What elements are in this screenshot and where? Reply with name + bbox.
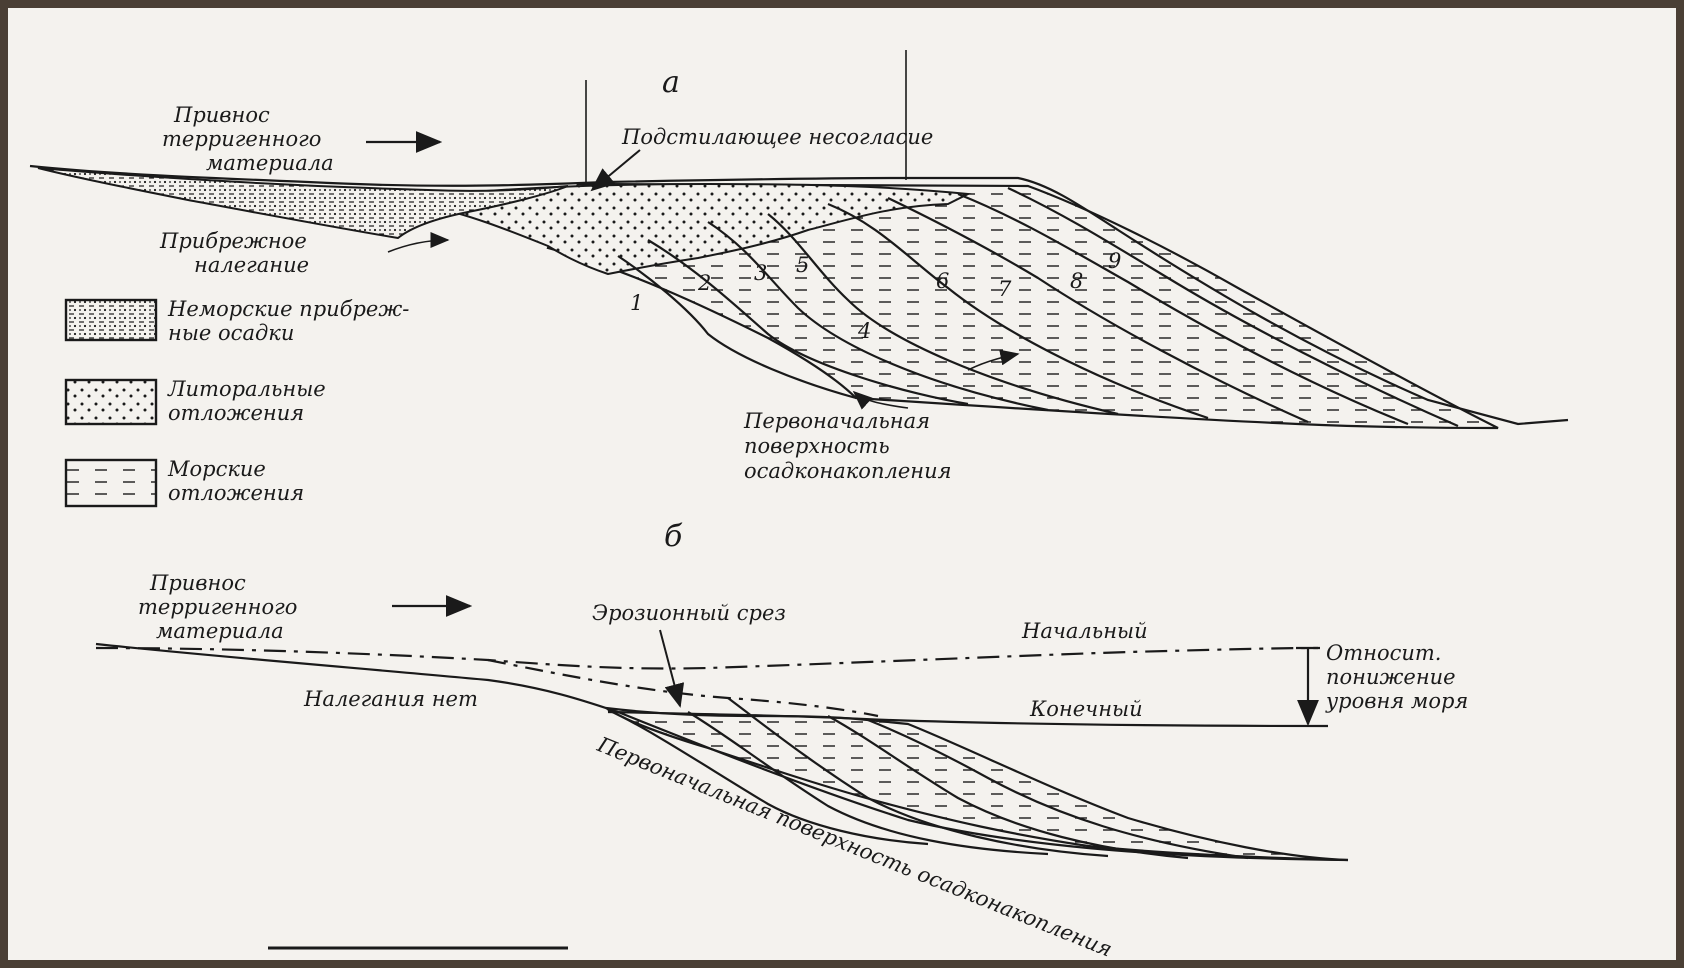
sequence-stratigraphy-diagram: 1 2 3 4 5 6 7 8 9 а Привнос терригенного… — [8, 8, 1676, 960]
panel-a-marker: а — [662, 65, 680, 100]
coastal-onlap-line2: налегание — [194, 253, 309, 277]
input-label-b-line3: материала — [156, 619, 284, 643]
erosion-label: Эрозионный срез — [592, 601, 786, 625]
sea-drop-line1: Относит. — [1326, 641, 1441, 665]
unit-number-3: 3 — [754, 261, 767, 285]
input-label-a-line3: материала — [206, 151, 334, 175]
unit-number-2: 2 — [697, 271, 711, 295]
initial-surface-a-line2: поверхность — [744, 434, 890, 458]
panel-b: б Привнос терригенного материала Эрозион… — [96, 519, 1468, 960]
legend-marine-line2: отложения — [168, 481, 304, 505]
unconformity-label: Подстилающее несогласие — [621, 125, 933, 149]
nonmarine-coastal-a — [38, 168, 568, 238]
legend: Неморские прибреж- ные осадки Литоральны… — [66, 297, 409, 506]
final-level-label: Конечный — [1029, 697, 1143, 721]
initial-surface-a-line3: осадконакопления — [744, 459, 952, 483]
no-onlap-label: Налегания нет — [303, 687, 478, 711]
falling-sea-level — [488, 660, 878, 716]
unit-number-7: 7 — [998, 277, 1012, 301]
sea-drop-line2: понижение — [1326, 665, 1456, 689]
input-label-b-line2: терригенного — [138, 595, 297, 619]
legend-littoral-line2: отложения — [168, 401, 304, 425]
unit-number-1: 1 — [630, 291, 643, 315]
legend-nonmarine-line1: Неморские прибреж- — [167, 297, 409, 321]
legend-swatch-nonmarine — [66, 300, 156, 340]
input-label-b-line1: Привнос — [149, 571, 246, 595]
unit-number-6: 6 — [936, 269, 949, 293]
unit-number-9: 9 — [1108, 249, 1121, 273]
sea-drop-line3: уровня моря — [1325, 689, 1468, 713]
input-label-a-line2: терригенного — [162, 127, 321, 151]
legend-nonmarine-line2: ные осадки — [168, 321, 294, 345]
initial-level-label: Начальный — [1021, 619, 1148, 643]
input-label-a-line1: Привнос — [173, 103, 270, 127]
diagram-frame: 1 2 3 4 5 6 7 8 9 а Привнос терригенного… — [8, 8, 1676, 960]
initial-sea-level — [96, 648, 1318, 669]
legend-swatch-littoral — [66, 380, 156, 424]
panel-b-marker: б — [664, 519, 683, 554]
unit-number-8: 8 — [1070, 269, 1083, 293]
legend-littoral-line1: Литоральные — [167, 377, 326, 401]
unit-number-4: 4 — [857, 319, 871, 343]
initial-surface-a-line1: Первоначальная — [743, 409, 930, 433]
legend-marine-line1: Морские — [167, 457, 266, 481]
coastal-onlap-line1: Прибрежное — [159, 229, 307, 253]
coastal-onlap-arrow — [388, 240, 448, 252]
legend-swatch-marine — [66, 460, 156, 506]
unit-number-5: 5 — [796, 253, 809, 277]
